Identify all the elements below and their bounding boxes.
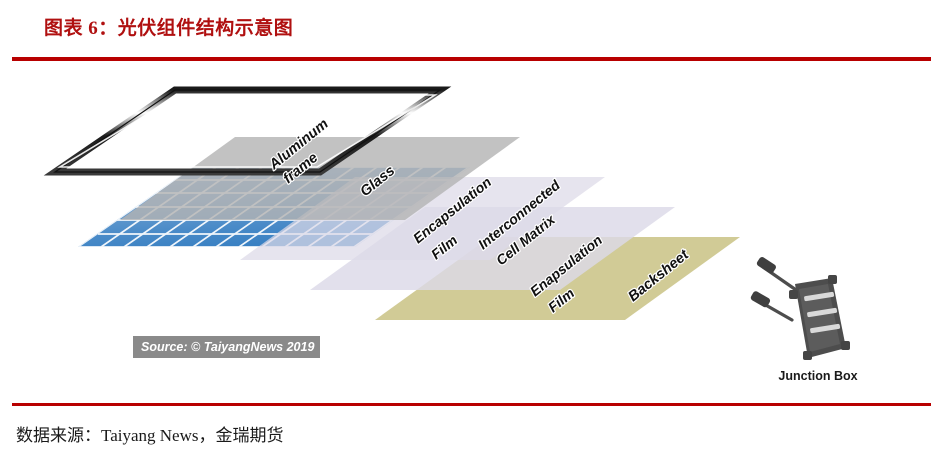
pv-module-structure-diagram: Aluminum frame Glass Encapsulation Film … (0, 62, 943, 402)
layer-aluminum-frame (43, 86, 452, 176)
data-source-note: 数据来源：Taiyang News，金瑞期货 (16, 426, 284, 445)
footer-divider (12, 403, 931, 406)
page-title: 图表 6：光伏组件结构示意图 (44, 18, 294, 39)
junction-box-icon (750, 257, 850, 360)
header-divider (12, 57, 931, 61)
junction-box-label: Junction Box (778, 369, 857, 383)
source-watermark: Source: © TaiyangNews 2019 (133, 336, 320, 358)
source-watermark-text: Source: © TaiyangNews 2019 (141, 340, 314, 354)
layer-glass (120, 137, 520, 220)
